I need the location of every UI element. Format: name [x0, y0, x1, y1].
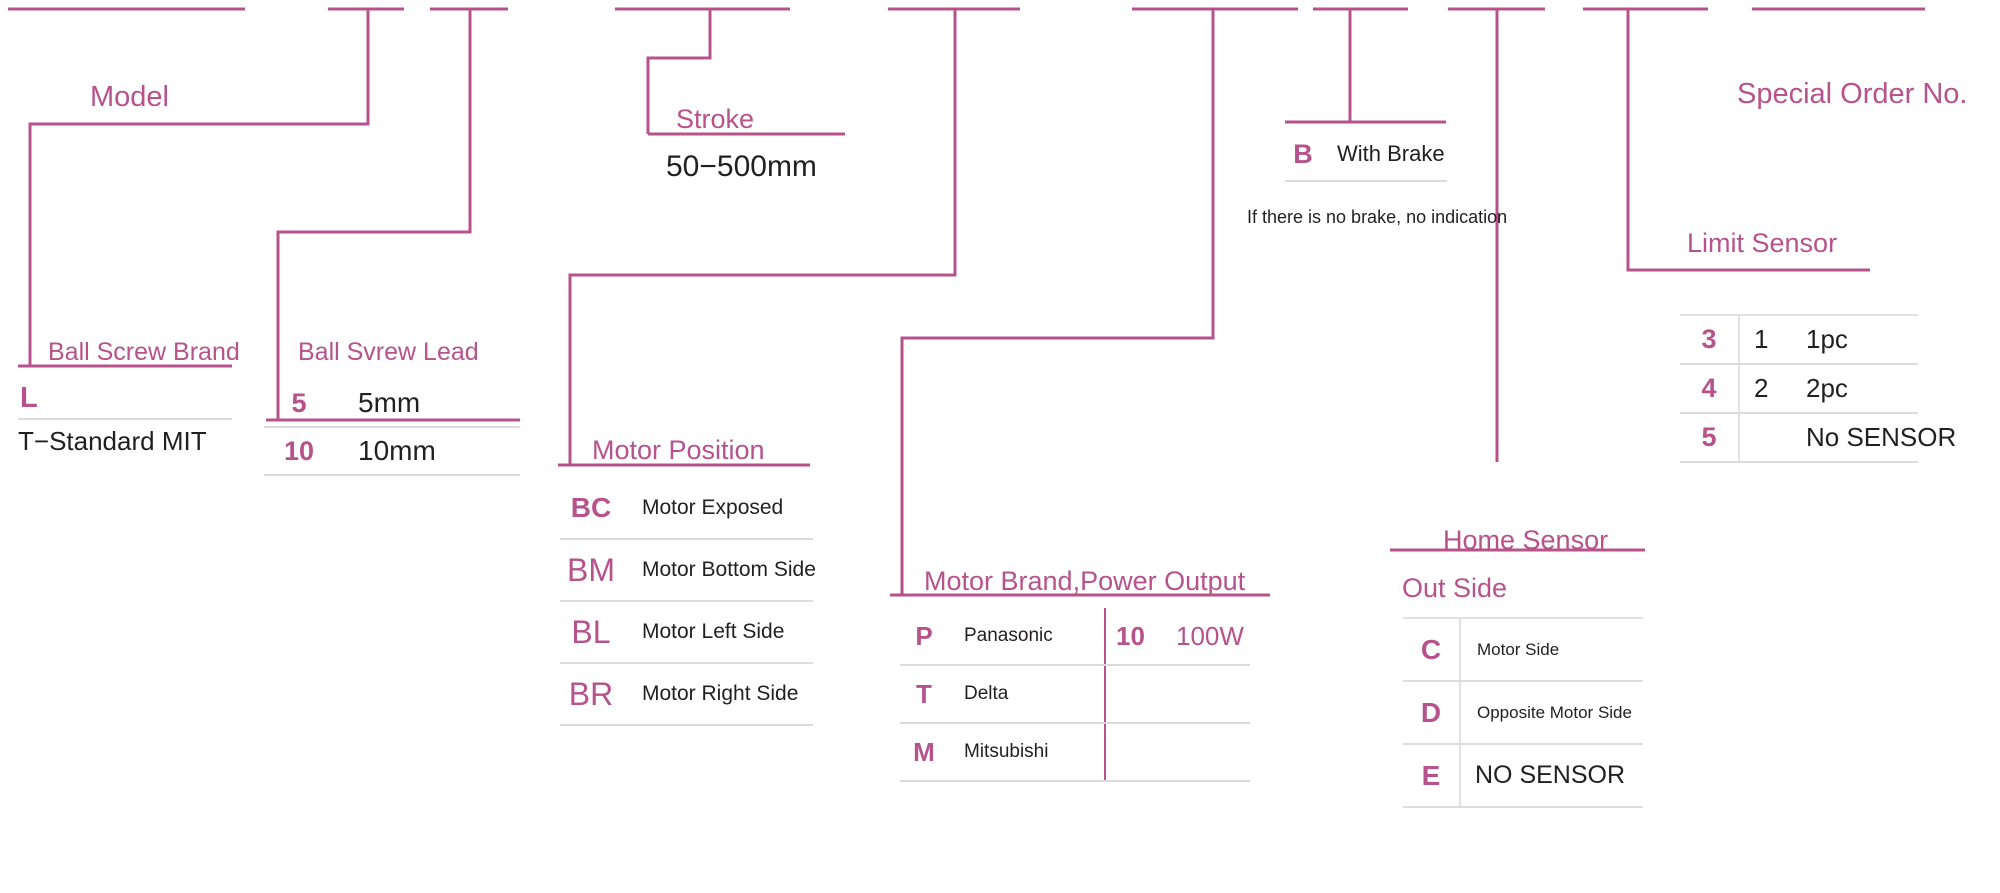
- value-limit-sensor-3: 1pc: [1796, 315, 1918, 365]
- label-home-sensor: Home Sensor: [1443, 525, 1609, 555]
- label-home-sensor-outside: Out Side: [1402, 573, 1508, 603]
- code-motor-brand-p: P: [900, 608, 948, 666]
- value-home-sensor-d: Opposite Motor Side: [1460, 681, 1643, 745]
- table-row[interactable]: BM Motor Bottom Side: [560, 539, 816, 602]
- value-home-sensor-c: Motor Side: [1460, 618, 1643, 682]
- value-power-empty-2: [1168, 723, 1250, 782]
- table-row[interactable]: C Motor Side: [1403, 618, 1643, 682]
- qty-limit-sensor-5: [1739, 413, 1796, 463]
- table-row[interactable]: 5 5mm: [264, 380, 520, 428]
- code-power-empty-2: [1105, 723, 1168, 782]
- code-limit-sensor-4: 4: [1680, 364, 1740, 414]
- code-brake-b: B: [1285, 128, 1321, 182]
- label-motor-brand-power: Motor Brand,Power Output: [924, 566, 1246, 596]
- code-motor-brand-m: M: [900, 723, 948, 782]
- value-brake: With Brake: [1321, 128, 1447, 182]
- value-lead-10: 10mm: [334, 427, 520, 476]
- value-stroke: 50−500mm: [666, 150, 817, 183]
- code-limit-sensor-5: 5: [1680, 413, 1740, 463]
- table-row[interactable]: 3 1 1pc: [1680, 315, 1918, 365]
- table-row[interactable]: 10 10mm: [264, 427, 520, 476]
- label-model: Model: [90, 81, 169, 113]
- table-row[interactable]: D Opposite Motor Side: [1403, 681, 1643, 745]
- qty-limit-sensor-4: 2: [1739, 364, 1796, 414]
- table-row[interactable]: P Panasonic 10 100W: [900, 608, 1250, 666]
- qty-limit-sensor-3: 1: [1739, 315, 1796, 365]
- code-motor-position-bc: BC: [560, 478, 622, 540]
- code-motor-position-bl: BL: [560, 601, 622, 664]
- value-limit-sensor-5: No SENSOR: [1796, 413, 1956, 463]
- table-row[interactable]: 5 No SENSOR: [1680, 413, 1956, 463]
- table-row[interactable]: T Delta: [900, 665, 1250, 724]
- code-home-sensor-c: C: [1403, 618, 1461, 682]
- table-row[interactable]: BR Motor Right Side: [560, 663, 813, 726]
- value-motor-brand-p: Panasonic: [948, 608, 1106, 666]
- value-motor-position-br: Motor Right Side: [622, 663, 813, 726]
- code-lead-5: 5: [264, 380, 334, 428]
- label-limit-sensor: Limit Sensor: [1687, 228, 1838, 258]
- value-lead-5: 5mm: [334, 380, 520, 428]
- code-limit-sensor-3: 3: [1680, 315, 1740, 365]
- table-ball-screw-lead: 5 5mm 10 10mm: [264, 380, 520, 476]
- value-home-sensor-e: NO SENSOR: [1460, 744, 1643, 808]
- code-motor-brand-t: T: [900, 665, 948, 724]
- value-motor-brand-m: Mitsubishi: [948, 723, 1106, 782]
- note-brake: If there is no brake, no indication: [1247, 207, 1508, 227]
- table-row[interactable]: B With Brake: [1285, 128, 1447, 182]
- code-home-sensor-e: E: [1403, 744, 1461, 808]
- label-stroke: Stroke: [676, 104, 755, 134]
- code-power-empty-1: [1105, 665, 1168, 724]
- table-motor-position: BC Motor Exposed BM Motor Bottom Side BL…: [560, 478, 816, 726]
- table-row[interactable]: BL Motor Left Side: [560, 601, 813, 664]
- code-motor-position-br: BR: [560, 663, 622, 726]
- label-motor-position: Motor Position: [592, 435, 765, 465]
- table-row[interactable]: 4 2 2pc: [1680, 364, 1918, 414]
- code-home-sensor-d: D: [1403, 681, 1461, 745]
- value-limit-sensor-4: 2pc: [1796, 364, 1918, 414]
- label-ball-screw-brand: Ball Screw Brand: [48, 338, 240, 366]
- value-motor-brand-t: Delta: [948, 665, 1106, 724]
- table-ball-screw-brand: L T−Standard MIT: [18, 378, 232, 462]
- table-row[interactable]: L: [18, 378, 232, 420]
- code-ball-screw-brand: L: [18, 378, 232, 420]
- code-motor-position-bm: BM: [560, 539, 622, 602]
- table-limit-sensor: 3 1 1pc 4 2 2pc 5 No SENSOR: [1680, 314, 1956, 463]
- value-motor-position-bm: Motor Bottom Side: [622, 539, 816, 602]
- code-power-10: 10: [1105, 608, 1168, 666]
- table-row[interactable]: M Mitsubishi: [900, 723, 1250, 782]
- value-motor-position-bc: Motor Exposed: [622, 478, 813, 540]
- table-brake: B With Brake: [1285, 128, 1447, 182]
- table-row[interactable]: BC Motor Exposed: [560, 478, 813, 540]
- value-power-empty-1: [1168, 665, 1250, 724]
- table-row[interactable]: E NO SENSOR: [1403, 744, 1643, 808]
- label-special-order-no: Special Order No.: [1737, 78, 1968, 110]
- value-power-10: 100W: [1168, 608, 1250, 666]
- label-ball-screw-lead: Ball Svrew Lead: [298, 338, 479, 366]
- table-row[interactable]: T−Standard MIT: [18, 419, 232, 462]
- table-home-sensor: C Motor Side D Opposite Motor Side E NO …: [1403, 617, 1643, 808]
- code-lead-10: 10: [264, 427, 334, 476]
- value-motor-position-bl: Motor Left Side: [622, 601, 813, 664]
- table-motor-brand-power: P Panasonic 10 100W T Delta M Mitsubishi: [900, 608, 1250, 782]
- value-ball-screw-brand: T−Standard MIT: [18, 425, 207, 456]
